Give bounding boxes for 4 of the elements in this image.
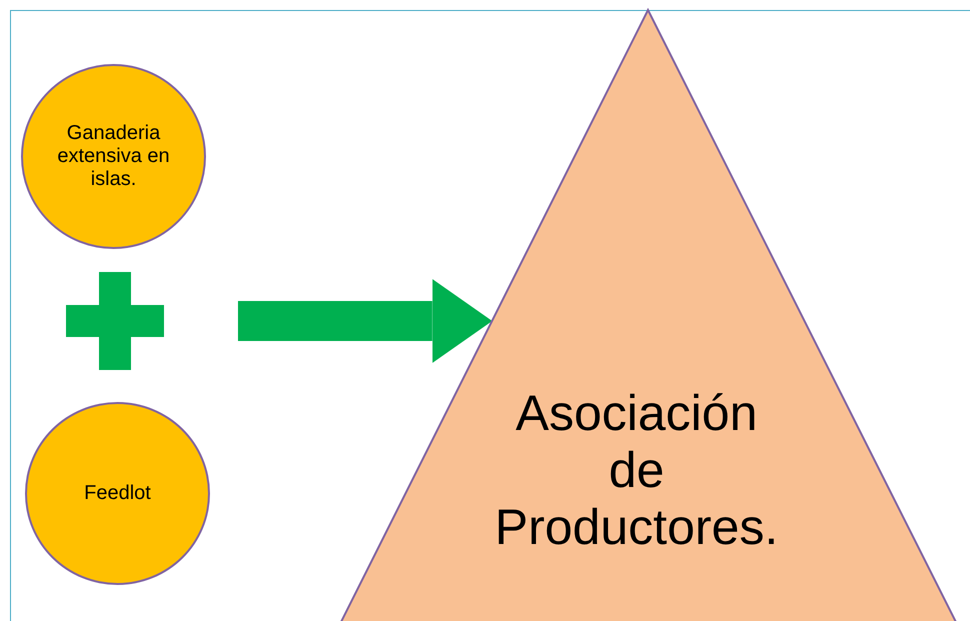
node-label: Asociación de Productores.: [494, 385, 780, 556]
node-label: Ganaderia extensiva en islas.: [56, 122, 171, 191]
node-label: Feedlot: [84, 482, 151, 505]
block-arrow: [238, 279, 492, 363]
